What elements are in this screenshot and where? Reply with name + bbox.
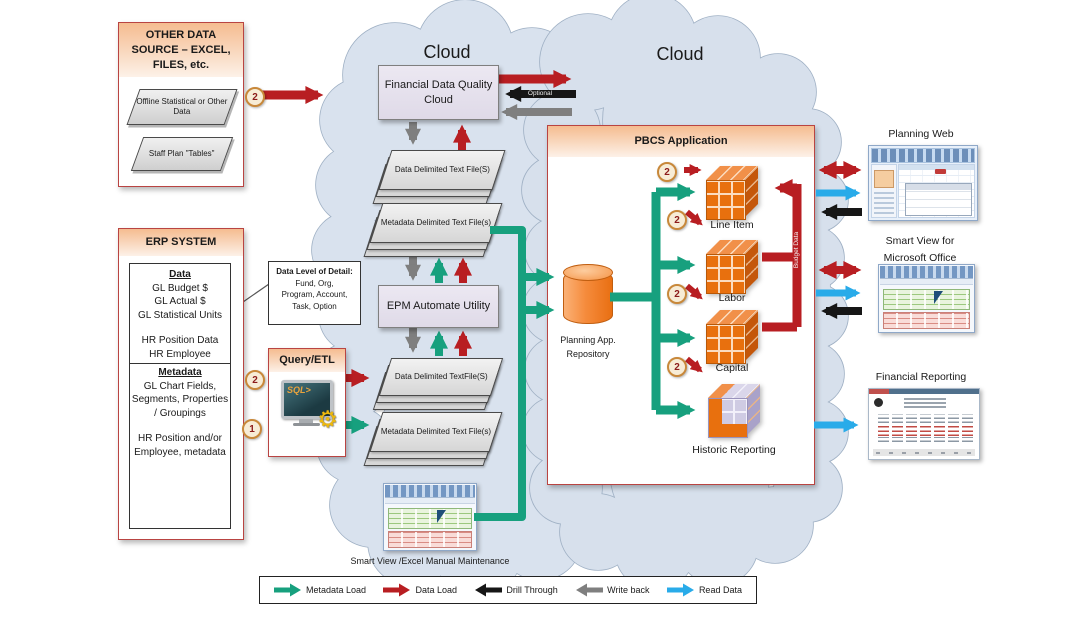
detail-callout-line bbox=[242, 283, 270, 303]
metadata-delimited-stack-top: Metadata Delimited Text File(s) bbox=[363, 203, 503, 263]
epm-automate-box: EPM Automate Utility bbox=[378, 285, 499, 328]
badge-query-metadata: 1 bbox=[242, 419, 262, 439]
data-delimited-stack-bottom: Data Delimited TextFile(S) bbox=[372, 358, 505, 416]
erp-contents: Data GL Budget $ GL Actual $ GL Statisti… bbox=[129, 263, 231, 529]
planning-web-screenshot bbox=[868, 145, 978, 221]
legend-metadata-load: Metadata Load bbox=[274, 583, 366, 597]
offline-statistical-shape: Offline Statistical or Other Data bbox=[126, 89, 238, 125]
metadata-delimited-stack-bottom: Metadata Delimited Text File(s) bbox=[363, 412, 503, 472]
data-load-arrow-icon bbox=[383, 583, 411, 597]
staff-plan-shape: Staff Plan "Tables" bbox=[130, 137, 234, 171]
manual-maintenance-label: Smart View /Excel Manual Maintenance bbox=[350, 556, 510, 566]
write-back-arrow-icon bbox=[576, 583, 604, 597]
metadata-load-arrow-icon bbox=[274, 583, 301, 597]
erp-title: ERP SYSTEM bbox=[119, 229, 243, 256]
fdqc-box: Financial Data Quality Cloud bbox=[378, 65, 499, 120]
labor-label: Labor bbox=[718, 292, 746, 304]
other-data-title: OTHER DATA SOURCE – EXCEL, FILES, etc. bbox=[119, 23, 243, 77]
badge-line-item: 2 bbox=[657, 162, 677, 182]
erp-system-box: ERP SYSTEM Data GL Budget $ GL Actual $ … bbox=[118, 228, 244, 540]
legend-drill-through: Drill Through bbox=[474, 583, 558, 597]
manual-maintenance-screenshot bbox=[383, 483, 477, 551]
optional-label: Optional bbox=[527, 90, 553, 97]
legend-write-back: Write back bbox=[575, 583, 650, 597]
capital-cube bbox=[706, 310, 760, 364]
query-etl-title: Query/ETL bbox=[269, 349, 345, 372]
financial-reporting-screenshot bbox=[868, 388, 980, 460]
planning-web-label: Planning Web bbox=[888, 128, 954, 140]
historic-reporting-label: Historic Reporting bbox=[692, 444, 776, 456]
badge-capital: 2 bbox=[667, 284, 687, 304]
smart-view-label: Smart View for Microsoft Office bbox=[883, 235, 957, 264]
line-item-label: Line Item bbox=[710, 219, 754, 231]
cloud-label-right: Cloud bbox=[656, 44, 704, 64]
drill-through-arrow-icon bbox=[475, 583, 503, 597]
legend-read-data: Read Data bbox=[666, 583, 742, 597]
financial-reporting-label: Financial Reporting bbox=[875, 371, 967, 383]
badge-labor: 2 bbox=[667, 210, 687, 230]
line-item-cube bbox=[706, 166, 760, 220]
labor-cube bbox=[706, 240, 760, 294]
badge-query-data: 2 bbox=[245, 370, 265, 390]
smart-view-screenshot bbox=[878, 264, 975, 333]
pbcs-title: PBCS Application bbox=[548, 126, 814, 157]
planning-repository-cylinder bbox=[563, 264, 613, 328]
erp-metadata-heading: Metadata bbox=[158, 367, 202, 378]
planning-repository-label: Planning App. Repository bbox=[560, 335, 616, 359]
budget-data-label: Budget Data bbox=[793, 231, 800, 269]
read-data-arrow-icon bbox=[666, 583, 694, 597]
gear-icon: ⚙ bbox=[317, 406, 338, 432]
cloud-label-left: Cloud bbox=[423, 42, 471, 62]
badge-other-data: 2 bbox=[245, 87, 265, 107]
historic-reporting-cube bbox=[708, 384, 762, 438]
data-delimited-stack-top: Data Delimited Text File(S) bbox=[372, 150, 506, 210]
other-data-source-box: OTHER DATA SOURCE – EXCEL, FILES, etc. O… bbox=[118, 22, 244, 187]
legend: Metadata Load Data Load Drill Through Wr… bbox=[259, 576, 757, 604]
badge-historic: 2 bbox=[667, 357, 687, 377]
erp-data-heading: Data bbox=[169, 269, 191, 280]
legend-data-load: Data Load bbox=[383, 583, 457, 597]
sql-monitor-icon: SQL> ⚙ bbox=[281, 380, 338, 432]
data-level-detail-box: Data Level of Detail: Fund, Org, Program… bbox=[268, 261, 361, 325]
capital-label: Capital bbox=[715, 362, 749, 374]
